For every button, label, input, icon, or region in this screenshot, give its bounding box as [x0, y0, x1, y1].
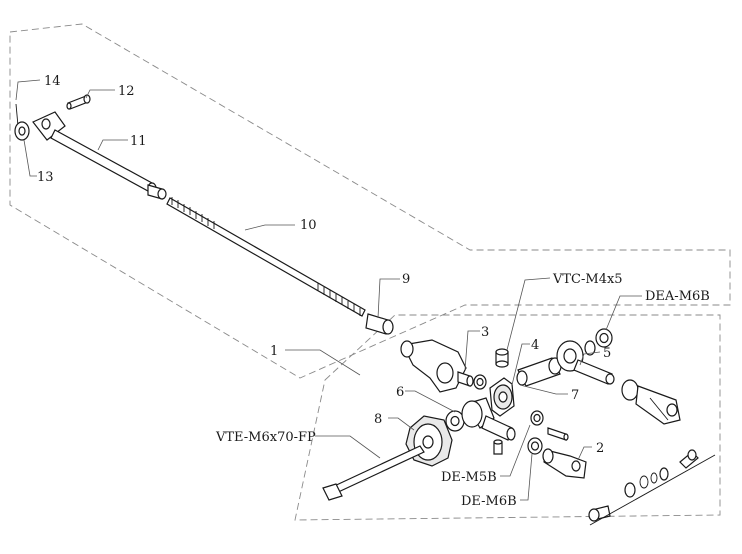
small-setscrew-lower — [493, 439, 503, 455]
part-13-washer — [14, 121, 30, 141]
label-part-12: 12 — [118, 84, 135, 99]
label-part-5: 5 — [603, 346, 611, 361]
pin-far-right — [679, 449, 699, 469]
part-9-bushing — [365, 313, 394, 335]
label-de-m5b: DE-M5B — [441, 470, 497, 485]
label-part-7: 7 — [571, 388, 579, 403]
part-5-rod-end — [556, 340, 615, 385]
part-12-pin — [66, 94, 91, 110]
part-2-clevis — [542, 448, 587, 479]
pin-lower — [547, 427, 569, 441]
label-part-2: 2 — [596, 441, 604, 456]
label-part-6: 6 — [396, 385, 404, 400]
washers-bottom-right — [624, 467, 669, 498]
clevis-right — [621, 379, 681, 425]
label-part-11: 11 — [130, 134, 147, 149]
label-vte-m6x70-fp: VTE-M6x70-FP — [215, 430, 316, 445]
part-vtc-m4x5-setscrew — [495, 348, 509, 368]
part-14-pin — [15, 103, 19, 127]
center-hub — [461, 397, 516, 441]
part-dea-m6b-nut — [584, 328, 613, 356]
label-part-9: 9 — [402, 272, 410, 287]
nut-de-m6b — [527, 437, 543, 455]
pin-bottom-right — [588, 505, 611, 522]
label-vtc-m4x5: VTC-M4x5 — [552, 272, 623, 287]
part-4-hub — [489, 377, 515, 417]
part-7-sleeve — [516, 357, 562, 387]
part-6-washer — [445, 410, 465, 432]
label-part-3: 3 — [481, 325, 489, 340]
label-part-4: 4 — [531, 338, 539, 353]
label-dea-m6b: DEA-M6B — [645, 289, 710, 304]
label-part-1: 1 — [270, 344, 278, 359]
rod-bushing — [147, 184, 167, 200]
label-part-14: 14 — [44, 74, 61, 89]
part-vte-m6x70-fp-bolt — [322, 445, 425, 501]
nut-de-m5b — [530, 410, 544, 426]
part-8-knob — [405, 415, 453, 467]
assembly-axis-line — [589, 454, 716, 526]
nut-upper — [473, 374, 487, 390]
leader-lines — [15, 79, 642, 501]
label-de-m6b: DE-M6B — [461, 494, 517, 509]
part-10-threaded-rod — [166, 197, 366, 317]
upper-group-outline — [9, 23, 731, 379]
label-part-8: 8 — [374, 412, 382, 427]
label-part-13: 13 — [37, 170, 54, 185]
part-3-bracket — [400, 339, 467, 393]
label-part-10: 10 — [300, 218, 317, 233]
spacer-small — [457, 371, 474, 387]
